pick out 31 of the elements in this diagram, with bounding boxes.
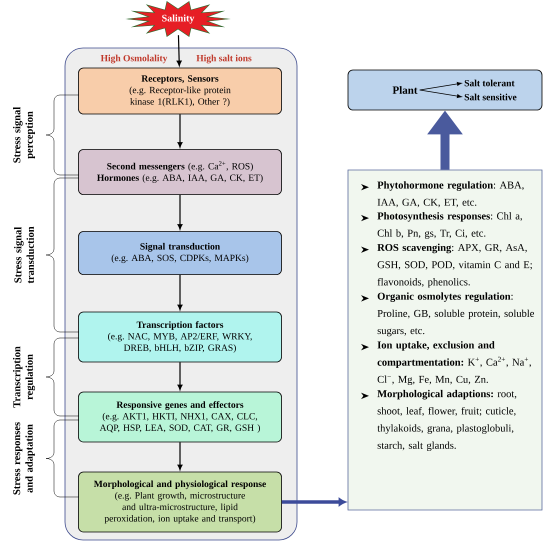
list-item: Ion uptake, exclusion and compartmentation: K$^{+}$, Ca$^{2+}$, Na$^{+}$, Cl$^{−}$, Mg, Fe, Mn, Cu, Zn. — [378, 341, 531, 386]
arrow — [419, 90, 462, 98]
stage-label: Stress responses and adaptation — [13, 422, 35, 494]
process-box: Signal transduction (e.g. ABA, SOS, CDPKs, MAPKs) — [78, 231, 282, 275]
arrow — [178, 274, 182, 310]
list-item: Phytohormone regulation: ABA, IAA, GA, CK, ET, etc. — [377, 181, 524, 208]
list-item: Morphological adaptions: root, shoot, leaf, flower, fruit; cuticle, thylakoids, grana, plastoglobuli, starch, salt glands. — [377, 390, 516, 451]
process-box: Morphological and physiological response (e.g. Plant growth, microstructure and ultra-microstructure, lipid peroxidation, ion uptake and transport) — [78, 472, 282, 532]
input-label: High salt ions — [196, 54, 252, 64]
outcome-text: Salt sensitive — [464, 94, 516, 100]
process-box: Responsive genes and effectors (e.g. AKT1, HKTI, NHX1, CAX, CLC, AQP, HSP, LEA, SOD, CAT, GR, GSH ) — [78, 392, 282, 442]
list-item: Organic osmolytes regulation: Proline, GB, soluble protein, soluble sugars, etc. — [378, 292, 534, 336]
process-box: Second messengers (e.g. Ca$^{2+}$, ROS) Hormones (e.g. ABA, IAA, GA, CK, ET) — [78, 149, 282, 195]
arrow — [178, 114, 182, 148]
outcome-text: Plant — [392, 86, 418, 94]
list-item: ROS scavenging: APX, GR, AsA, GSH, SOD, POD, vitamin C and E; flavonoids, phenolics. — [377, 244, 532, 288]
process-box: Transcription factors (e.g. NAC, MYB, AP2/ERF, WRKY, DREB, bHLH, bZIP, GRAS) — [78, 312, 282, 362]
stage-label: Stress signal perception — [13, 107, 35, 163]
stage-label: Stress signal transduction — [14, 226, 34, 284]
arrow — [176, 35, 182, 66]
arrow — [178, 442, 182, 470]
arrow — [282, 498, 346, 506]
input-label: High Osmolality — [100, 54, 168, 64]
result-box — [348, 70, 542, 110]
arrow — [178, 362, 182, 390]
arrow — [178, 194, 182, 230]
list-item: Photosynthesis responses: Chl a, Chl b, Pn, gs, Tr, Ci, etc. — [377, 212, 522, 239]
process-box: Receptors, Sensors (e.g. Receptor-like protein kinase 1(RLK1), Other ?) — [78, 68, 282, 114]
stage-label: Transcription regulation — [12, 346, 36, 408]
outcome-text: Salt tolerant — [464, 80, 515, 86]
arrow — [419, 82, 462, 90]
